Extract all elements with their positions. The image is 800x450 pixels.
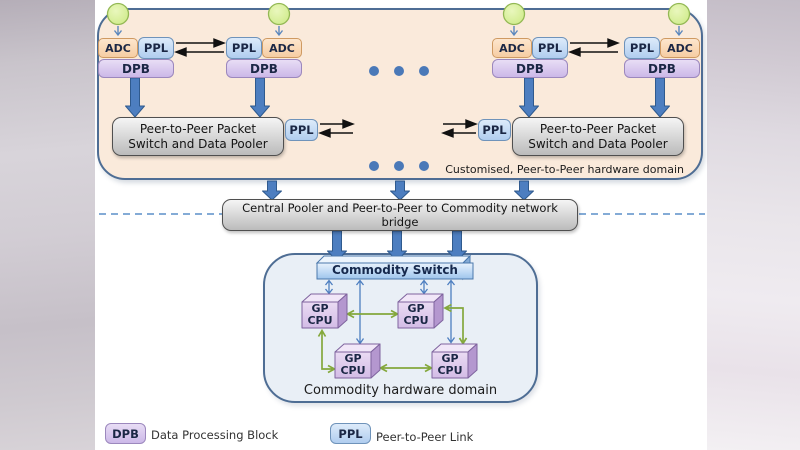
commodity-switch-body xyxy=(315,254,474,281)
ppl-block-pool-right: PPL xyxy=(478,119,511,141)
central-pooler-bridge: Central Pooler and Peer-to-Peer to Commo… xyxy=(222,199,578,231)
commodity-switch-label: Commodity Switch xyxy=(332,263,458,277)
legend-dpb-swatch: DPB xyxy=(105,423,146,444)
adc-block-2: ADC xyxy=(262,38,302,58)
ppl-block-1: PPL xyxy=(138,37,174,59)
ppl-block-4: PPL xyxy=(624,37,660,59)
dpb-block-1: DPB xyxy=(98,59,174,78)
input-arrows xyxy=(113,26,684,37)
cpu-tr-line1: GP xyxy=(407,301,425,315)
legend-ppl-swatch: PPL xyxy=(330,423,371,444)
dpb-block-3: DPB xyxy=(492,59,568,78)
pps-right-line2: Switch and Data Pooler xyxy=(528,136,668,151)
cpu-bl-line2: CPU xyxy=(340,364,366,377)
gp-cpu-bottom-left: GP CPU xyxy=(335,352,371,378)
dpb-block-2: DPB xyxy=(226,59,302,78)
ppl-block-pool-left: PPL xyxy=(285,119,318,141)
pps-left-line1: Peer-to-Peer Packet xyxy=(139,121,257,136)
letterbox-left xyxy=(0,0,95,450)
gp-cpu-cubes xyxy=(301,293,478,379)
adc-block-3: ADC xyxy=(492,38,532,58)
p2p-link-arrows xyxy=(174,38,620,138)
p2p-domain-caption: Customised, Peer-to-Peer hardware domain xyxy=(445,163,684,176)
input-source-circles xyxy=(106,2,691,26)
gp-cpu-bottom-right: GP CPU xyxy=(432,352,468,378)
p2p-packet-switch-left: Peer-to-Peer Packet Switch and Data Pool… xyxy=(112,117,284,156)
pps-left-line2: Switch and Data Pooler xyxy=(128,136,268,151)
bridge-line1: Central Pooler and Peer-to-Peer to Commo… xyxy=(242,201,558,215)
gp-cpu-top-left: GP CPU xyxy=(302,302,338,328)
ellipsis-dots xyxy=(369,66,429,171)
legend-ppl-label: Peer-to-Peer Link xyxy=(376,430,474,444)
dpb-block-4: DPB xyxy=(624,59,700,78)
ppl-block-2: PPL xyxy=(226,37,262,59)
cpu-bl-line1: GP xyxy=(344,351,362,365)
letterbox-right xyxy=(707,0,800,450)
adc-block-4: ADC xyxy=(660,38,700,58)
legend-dpb-label: Data Processing Block xyxy=(151,428,279,442)
commodity-domain-caption: Commodity hardware domain xyxy=(303,383,498,398)
gp-cpu-top-right: GP CPU xyxy=(398,302,434,328)
cpu-br-line2: CPU xyxy=(437,364,463,377)
bridge-line2: bridge xyxy=(381,215,419,229)
thick-data-arrows xyxy=(125,77,670,262)
pps-right-line1: Peer-to-Peer Packet xyxy=(539,121,657,136)
cpu-tl-line2: CPU xyxy=(307,314,333,327)
ppl-block-3: PPL xyxy=(532,37,568,59)
adc-block-1: ADC xyxy=(98,38,138,58)
cpu-br-line1: GP xyxy=(441,351,459,365)
cpu-tr-line2: CPU xyxy=(403,314,429,327)
cpu-tl-line1: GP xyxy=(311,301,329,315)
p2p-packet-switch-right: Peer-to-Peer Packet Switch and Data Pool… xyxy=(512,117,684,156)
